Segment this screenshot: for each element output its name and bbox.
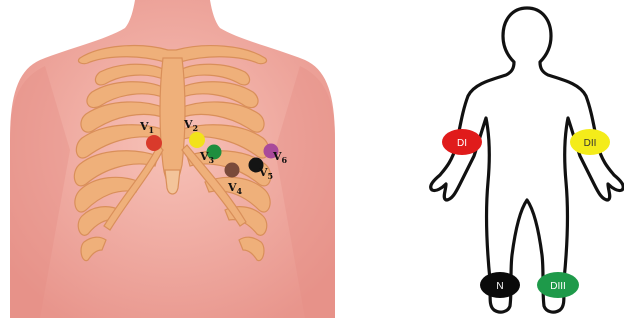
electrode-v1 bbox=[146, 135, 162, 151]
label-dii: DII bbox=[584, 138, 597, 149]
label-n: N bbox=[496, 281, 503, 292]
xiphoid bbox=[165, 170, 180, 194]
body-outline bbox=[431, 8, 624, 312]
limb-electrode-di: DI bbox=[442, 129, 482, 155]
electrode-v4 bbox=[225, 163, 240, 178]
limb-electrode-diii: DIII bbox=[537, 272, 579, 298]
electrode-v2 bbox=[189, 132, 205, 148]
label-di: DI bbox=[457, 138, 467, 149]
limb-electrode-n: N bbox=[480, 272, 520, 298]
label-diii: DIII bbox=[550, 281, 566, 292]
limb-electrode-dii: DII bbox=[570, 129, 610, 155]
chest-panel: V1 V2 V3 V4 V5 V6 bbox=[10, 0, 335, 318]
limb-panel: DI DII N DIII bbox=[431, 8, 624, 312]
